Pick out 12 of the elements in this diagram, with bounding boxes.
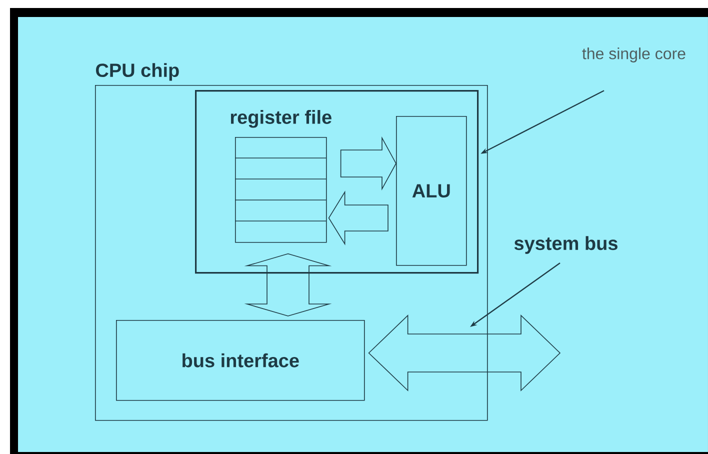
bus-interface-box: bus interface (116, 320, 365, 401)
node-label: register file (230, 110, 332, 128)
block-arrow (244, 253, 332, 316)
node-label: CPU chip (96, 63, 179, 81)
core-label: the single core (582, 48, 686, 62)
block-arrow (328, 190, 388, 246)
block-arrow (368, 314, 561, 392)
bus-label: system bus (514, 236, 618, 254)
block-arrow (340, 136, 396, 191)
register-file: register file (230, 110, 332, 243)
core-box (195, 90, 479, 274)
alu-box: ALU (396, 116, 467, 266)
